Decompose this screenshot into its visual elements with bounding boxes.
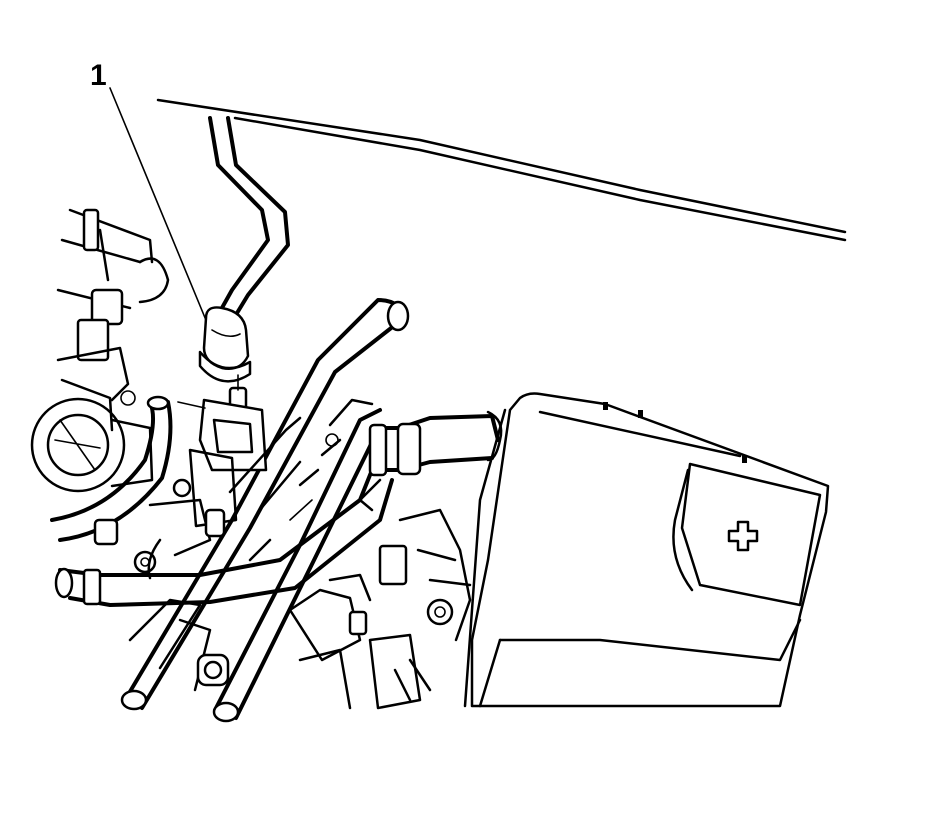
battery: [463, 392, 830, 708]
engine-left-components: [30, 208, 170, 493]
left-hose-loop: [50, 395, 173, 546]
heater-hose: [54, 468, 394, 607]
hose-coupling: [358, 410, 503, 512]
misc-linework: [177, 398, 374, 562]
leader-line-1: [109, 87, 209, 326]
callout-label-1: 1: [90, 59, 107, 92]
fuel-rail-area: [128, 508, 472, 710]
vacuum-hose: [198, 116, 290, 412]
callout-1: 1: [90, 59, 209, 326]
coolant-hose-lower: [212, 408, 382, 723]
purge-valve-body: [133, 398, 302, 580]
hood-edge: [156, 98, 847, 242]
coolant-hose-upper: [120, 298, 410, 711]
plus-icon: [727, 520, 759, 552]
